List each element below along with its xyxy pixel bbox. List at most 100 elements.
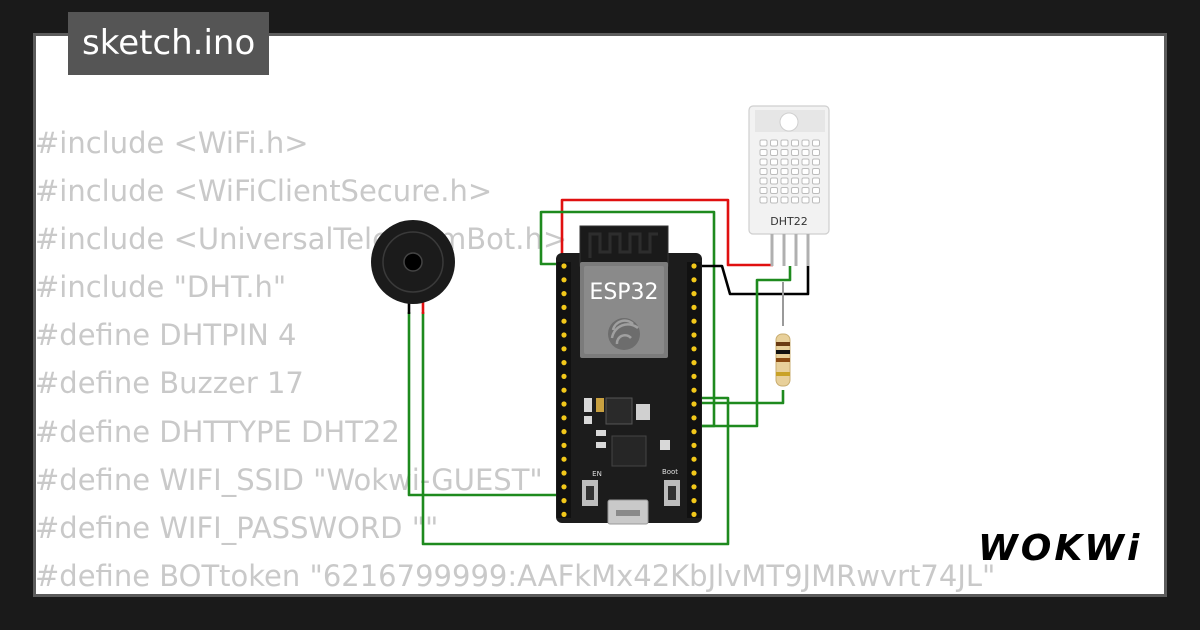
en-button[interactable] (582, 480, 598, 506)
wire-red-vcc[interactable] (560, 198, 773, 267)
esp32-pin[interactable] (691, 387, 697, 393)
dht22-vent (791, 196, 799, 204)
dht22-vent (801, 168, 810, 175)
boot-button[interactable] (664, 480, 680, 506)
esp32-pin[interactable] (691, 484, 697, 490)
dht22-sensor[interactable]: DHT22 (748, 105, 830, 266)
dht22-vent (791, 168, 799, 175)
en-label: EN (592, 470, 602, 478)
esp32-pin[interactable] (561, 373, 567, 379)
esp32-pin[interactable] (691, 401, 697, 407)
esp32-pin[interactable] (561, 346, 567, 352)
esp32-pin[interactable] (691, 498, 697, 504)
dht22-vent (812, 168, 820, 175)
esp32-pin[interactable] (561, 387, 567, 393)
dht22-vent (801, 177, 810, 185)
dht22-vent (780, 139, 789, 147)
dht22-vent (812, 187, 820, 194)
dht22-vent (759, 187, 768, 194)
esp32-pin[interactable] (691, 263, 697, 269)
code-line: #define Buzzer 17 (35, 366, 304, 401)
code-line: #include "DHT.h" (35, 270, 287, 305)
file-tab-title[interactable]: sketch.ino (68, 12, 270, 75)
dht22-vent (780, 158, 789, 166)
esp32-pin[interactable] (691, 304, 697, 310)
esp32-label: ESP32 (589, 280, 658, 305)
dht22-vent (770, 177, 778, 185)
dht22-vent (812, 158, 820, 166)
esp32-board[interactable]: ESP32 (556, 225, 702, 525)
dht22-vent (812, 139, 820, 147)
resistor[interactable] (775, 333, 791, 387)
esp32-pin[interactable] (691, 318, 697, 324)
esp32-pin[interactable] (561, 277, 567, 283)
esp32-pin[interactable] (561, 511, 567, 517)
esp32-pin[interactable] (561, 456, 567, 462)
esp32-pin[interactable] (691, 511, 697, 517)
dht22-vent (759, 139, 768, 147)
esp32-pin[interactable] (561, 429, 567, 435)
dht22-vent (780, 149, 789, 156)
code-line: #define DHTPIN 4 (35, 318, 297, 353)
code-line: #include <WiFi.h> (35, 126, 309, 160)
esp32-pin[interactable] (561, 442, 567, 448)
dht22-vent (812, 149, 820, 156)
dht22-vent (780, 196, 789, 204)
wire-green-resistor[interactable] (693, 390, 785, 405)
esp32-pin[interactable] (561, 415, 567, 421)
dht22-vent (780, 177, 789, 185)
dht22-vent (801, 158, 810, 166)
esp32-pin[interactable] (691, 442, 697, 448)
esp32-pin[interactable] (561, 470, 567, 476)
buzzer[interactable] (371, 220, 455, 304)
espressif-logo-icon (608, 318, 640, 350)
esp32-pin[interactable] (561, 318, 567, 324)
esp32-pin[interactable] (691, 346, 697, 352)
dht22-vent (801, 187, 810, 194)
esp32-pin[interactable] (691, 360, 697, 366)
wire-green-data[interactable] (702, 266, 792, 428)
dht22-vent (812, 177, 820, 185)
esp32-pin[interactable] (561, 291, 567, 297)
dht22-vent (759, 196, 768, 204)
esp32-pin[interactable] (561, 401, 567, 407)
wokwi-logo: WOKWi (978, 528, 1143, 569)
code-line: #include <WiFiClientSecure.h> (35, 174, 493, 209)
dht22-vent (759, 168, 768, 175)
dht22-vent (780, 187, 789, 194)
esp32-pin[interactable] (561, 360, 567, 366)
esp32-pin[interactable] (561, 498, 567, 504)
esp32-pin[interactable] (691, 429, 697, 435)
dht22-label: DHT22 (770, 215, 807, 228)
esp32-pin[interactable] (691, 332, 697, 338)
dht22-vent (759, 158, 768, 166)
code-line: #define DHTTYPE DHT22 (35, 414, 400, 449)
dht22-vent (801, 149, 810, 156)
esp32-pin[interactable] (561, 484, 567, 490)
esp32-pin[interactable] (691, 470, 697, 476)
code-preview: #include <WiFi.h> #include <WiFiClientSe… (35, 119, 995, 600)
dht22-vent (759, 177, 768, 185)
esp32-pin[interactable] (691, 415, 697, 421)
dht22-vent (791, 177, 799, 185)
dht22-vent (801, 139, 810, 147)
esp32-pin[interactable] (691, 456, 697, 462)
dht22-vent (770, 168, 778, 175)
dht22-vent (812, 196, 820, 204)
esp32-pin[interactable] (561, 304, 567, 310)
code-line: #define BOTtoken "6216799999:AAFkMx42KbJ… (35, 558, 996, 593)
wire-black-gnd[interactable] (694, 264, 810, 296)
wire-black-buzzer[interactable] (407, 312, 568, 497)
esp32-pin[interactable] (691, 373, 697, 379)
usb-port[interactable] (607, 499, 649, 525)
wire-green-buzzer[interactable] (421, 312, 730, 546)
esp32-pin[interactable] (561, 263, 567, 269)
dht22-vent (759, 149, 768, 156)
esp32-pin[interactable] (561, 332, 567, 338)
esp32-pin[interactable] (691, 291, 697, 297)
dht22-vent (770, 158, 778, 166)
esp32-pin[interactable] (691, 277, 697, 283)
dht22-vent (770, 139, 778, 147)
dht22-vent (801, 196, 810, 204)
